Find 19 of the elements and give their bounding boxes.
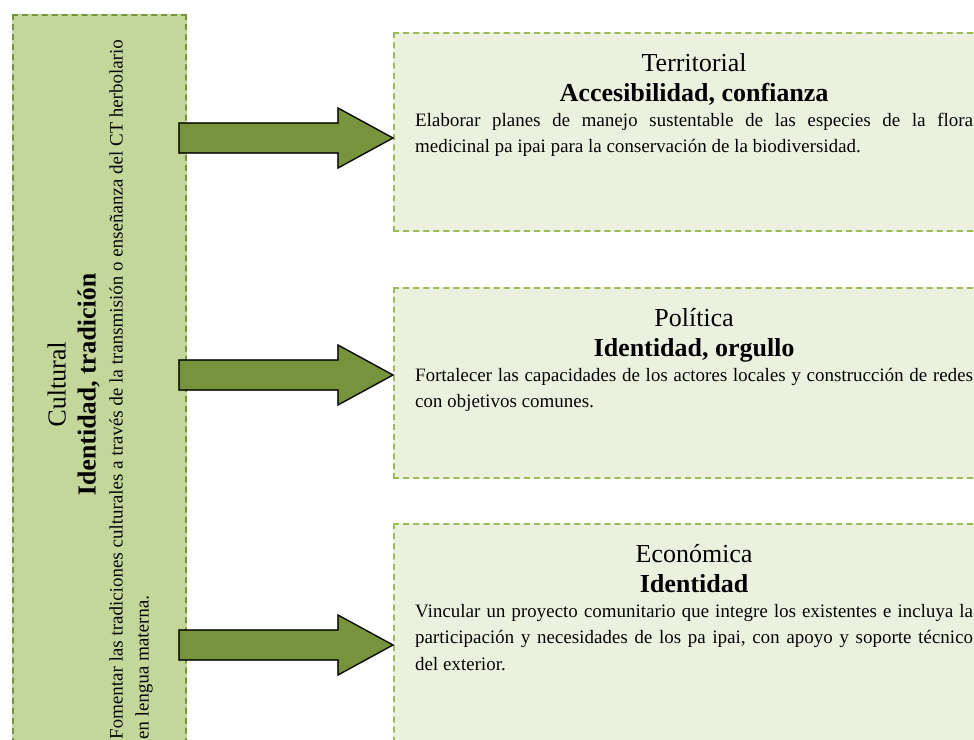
description-text: Vincular un proyecto comunitario que integre los existentes e incluya la participación y necesidades de los pa ipai, con apoyo y soporte técnico del exterior. — [415, 600, 973, 677]
description-text: Fomentar las tradiciones culturales a través de la transmisión o enseñanza del CT herbolario en lengua materna. — [104, 38, 154, 739]
category-heading: Cultural — [42, 341, 72, 427]
value-heading: Identidad, tradición — [72, 272, 102, 496]
description-text: Fortalecer las capacidades de los actores locales y construcción de redes con objetivos comunes. — [415, 364, 973, 414]
dimension-panel — [12, 14, 187, 740]
value-heading: Accesibilidad, confianza — [560, 78, 828, 108]
value-heading: Identidad — [640, 568, 748, 599]
description-text: Elaborar planes de manejo sustentable de las especies de la flora medicinal pa ipai para la conservación de la biodiversidad. — [415, 108, 973, 160]
category-heading: Política — [654, 303, 734, 333]
block-arrow — [178, 344, 395, 406]
category-heading: Económica — [636, 539, 752, 569]
dimension-box — [393, 32, 974, 232]
block-arrow — [178, 614, 395, 676]
value-heading: Identidad, orgullo — [594, 332, 794, 363]
dimension-box — [393, 523, 974, 740]
dimension-box — [393, 287, 974, 479]
category-heading: Territorial — [641, 48, 746, 78]
block-arrow — [178, 106, 395, 170]
